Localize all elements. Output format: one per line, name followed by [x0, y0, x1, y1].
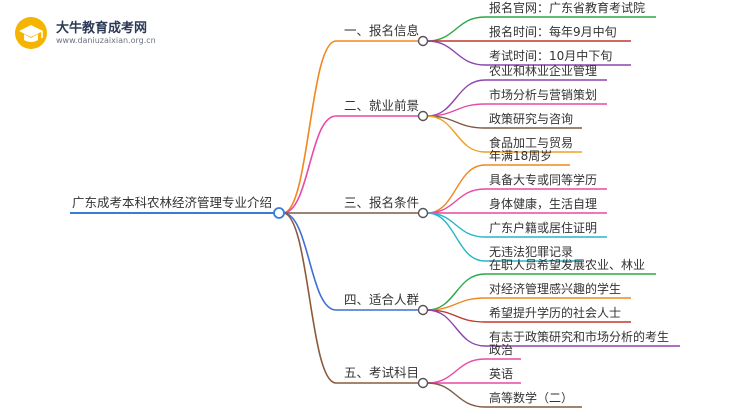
- branch-node: [417, 207, 429, 219]
- root-topic: 广东成考本科农林经济管理专业介绍: [72, 195, 273, 210]
- logo-title: 大牛教育成考网: [56, 21, 148, 36]
- branch-label: 二、就业前景: [344, 98, 420, 113]
- leaf-label: 食品加工与贸易: [489, 136, 574, 150]
- branch-connector: [282, 212, 337, 311]
- branch-node: [417, 304, 429, 316]
- graduation-cap-icon: [15, 17, 47, 49]
- root-node: [273, 207, 285, 219]
- leaf-label: 农业和林业企业管理: [489, 64, 598, 78]
- leaf-label: 考试时间：10月中下旬: [489, 49, 613, 63]
- leaf-label: 广东户籍或居住证明: [489, 221, 598, 235]
- site-logo: 大牛教育成考网 www.daniuzaixian.org.cn: [14, 14, 164, 54]
- leaf-label: 英语: [489, 367, 514, 381]
- leaf-connector: [426, 164, 486, 214]
- leaf-connector: [426, 382, 486, 408]
- leaf-label: 具备大专或同等学历: [489, 173, 598, 187]
- leaf-label: 高等数学（二）: [489, 391, 574, 405]
- leaf-label: 年满18周岁: [489, 149, 553, 163]
- leaf-label: 希望提升学历的社会人士: [489, 306, 622, 320]
- leaf-connector: [426, 40, 486, 66]
- branch-label: 五、考试科目: [344, 365, 420, 380]
- branch-connector: [282, 115, 337, 214]
- branch-connectors: [282, 35, 429, 389]
- leaf-connector: [426, 358, 486, 384]
- leaf-label: 报名时间：每年9月中旬: [489, 25, 617, 39]
- leaf-label: 政治: [489, 343, 514, 357]
- leaf-label: 市场分析与营销策划: [489, 88, 598, 102]
- logo-url: www.daniuzaixian.org.cn: [56, 36, 156, 45]
- leaf-label: 在职人员希望发展农业、林业: [489, 258, 646, 272]
- leaf-connectors: [426, 16, 680, 408]
- leaf-connector: [426, 309, 486, 347]
- branch-node: [417, 35, 429, 47]
- leaf-label: 身体健康，生活自理: [489, 197, 598, 211]
- leaf-connector: [426, 115, 486, 153]
- leaf-label: 有志于政策研究和市场分析的考生: [489, 330, 670, 344]
- leaf-label: 报名官网：广东省教育考试院: [489, 1, 646, 15]
- leaf-connector: [426, 212, 486, 238]
- branch-node: [417, 110, 429, 122]
- branch-label: 四、适合人群: [344, 292, 420, 307]
- branch-label: 一、报名信息: [344, 23, 420, 38]
- branch-connector: [282, 40, 337, 214]
- leaf-label: 政策研究与咨询: [489, 112, 574, 126]
- leaf-label: 无违法犯罪记录: [489, 245, 574, 259]
- leaf-connector: [426, 212, 486, 262]
- leaf-label: 对经济管理感兴趣的学生: [489, 282, 622, 296]
- branch-node: [417, 377, 429, 389]
- leaf-connector: [426, 16, 486, 42]
- leaf-connector: [426, 188, 486, 214]
- branch-connector: [282, 212, 337, 384]
- branch-label: 三、报名条件: [344, 195, 420, 210]
